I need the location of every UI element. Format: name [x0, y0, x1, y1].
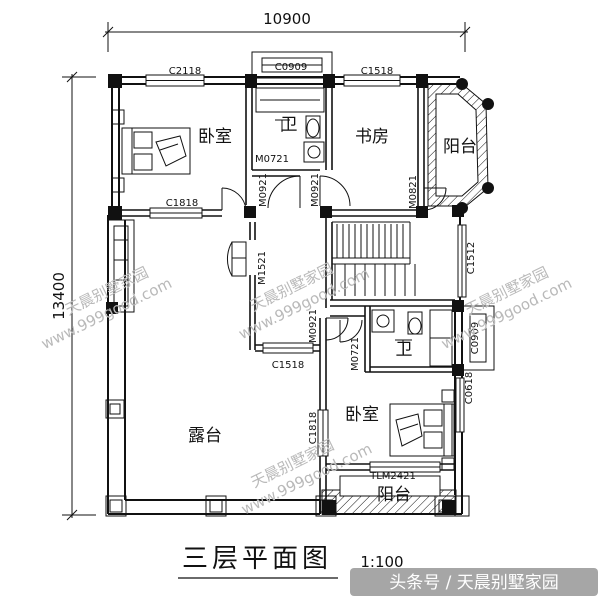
drawing-scale: 1:100 [360, 553, 403, 571]
room-label-study: 书房 [355, 127, 389, 147]
door-label-m0721-b: M0721 [350, 337, 361, 371]
watermark-group-right: 天晨别墅家园 www.999good.com [438, 263, 574, 353]
footer-tag-text: 头条号 / 天晨别墅家园 [389, 573, 559, 593]
window-label-c1818-mid: C1818 [308, 412, 319, 444]
room-label-balcony-s: 阳台 [377, 485, 411, 505]
door-label-m0821: M0821 [408, 175, 419, 209]
window-label-c0909-top: C0909 [275, 62, 307, 73]
overall-depth-label: 13400 [50, 272, 68, 320]
door-label-m1521: M1521 [257, 251, 268, 285]
window-label-c0909-right: C0909 [470, 322, 481, 354]
room-label-terrace: 露台 [188, 426, 222, 446]
bed-se [389, 389, 455, 471]
door-label-tlm2421: TLM2421 [369, 471, 416, 482]
windows [145, 74, 467, 473]
overall-width-label: 10900 [263, 10, 311, 28]
window-c0909-top-frame [251, 51, 333, 79]
door-label-m0921-c: M0921 [308, 309, 319, 343]
room-label-bedroom-nw: 卧室 [198, 127, 232, 147]
room-label-balcony-ne: 阳台 [443, 137, 477, 157]
doors [221, 175, 447, 343]
balcony-ne [427, 78, 494, 214]
balcony-s [321, 475, 457, 515]
window-label-c1818-top: C1818 [166, 198, 198, 209]
watermark-group-center: 天晨别墅家园 www.999good.com [236, 260, 372, 343]
door-label-m0721-a: M0721 [255, 154, 289, 165]
staircase [332, 221, 416, 296]
door-label-m0921-a: M0921 [258, 173, 269, 207]
window-label-c1518-mid: C1518 [272, 360, 304, 371]
bath-nw-fixtures [255, 87, 325, 163]
drawing-title: 三层平面图 [182, 544, 332, 574]
dimension-top [102, 22, 471, 52]
window-label-c0618: C0618 [464, 372, 475, 404]
window-label-c2118: C2118 [169, 66, 201, 77]
window-c0909-right-frame [461, 305, 495, 371]
bath-e-fixtures [371, 309, 453, 367]
door-label-m0921-b: M0921 [310, 173, 321, 207]
room-label-bath-nw: 卫 [281, 115, 298, 135]
dimension-left [62, 71, 96, 521]
footer-tag-background [350, 568, 598, 596]
window-label-c1512: C1512 [466, 242, 477, 274]
room-label-bath-e: 卫 [396, 340, 413, 360]
bed-nw [111, 109, 191, 193]
window-label-c1518-top: C1518 [361, 66, 393, 77]
room-label-bedroom-se: 卧室 [345, 405, 379, 425]
